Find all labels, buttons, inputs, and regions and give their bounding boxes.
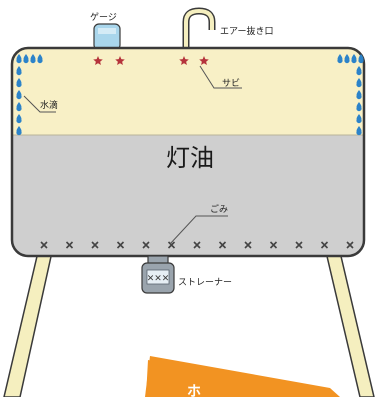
dust-mark-icon <box>244 241 252 249</box>
water-drop-icon <box>356 90 362 100</box>
water-drop-icon <box>16 102 22 112</box>
dust-mark-icon <box>346 241 354 249</box>
banner-text: ホ <box>187 384 201 397</box>
water-drop-icon <box>356 102 362 112</box>
gauge-label: ゲージ <box>90 11 117 23</box>
rust-label: サビ <box>222 78 240 89</box>
water-drop-icon <box>16 66 22 76</box>
dust-mark-icon <box>320 241 329 249</box>
dust-leader-line <box>169 215 228 245</box>
dust-mark-icon <box>167 241 176 249</box>
dust-label: ごみ <box>210 203 228 215</box>
water-drop-icon <box>16 90 22 100</box>
water-drop-icon <box>356 66 362 76</box>
strainer-mesh-marks: ✕✕✕ <box>147 274 170 284</box>
water-drop-icon <box>356 78 362 88</box>
water-drop-icon <box>356 126 362 136</box>
rust-marks-group <box>93 56 209 66</box>
air-space-layer <box>12 48 364 135</box>
air-vent-pipe-fill <box>184 8 214 50</box>
tank-leg-right <box>325 251 375 397</box>
dust-marks-group <box>40 241 354 249</box>
water-drop-icon <box>23 54 29 64</box>
dust-mark-icon <box>218 241 227 249</box>
dust-mark-icon <box>40 241 48 249</box>
orange-banner-body <box>145 356 340 397</box>
water-drop-icon <box>16 126 22 136</box>
dust-mark-icon <box>295 241 303 249</box>
water-drop-icon <box>16 78 22 88</box>
dust-mark-icon <box>142 241 150 249</box>
kerosene-layer <box>12 135 364 256</box>
dust-mark-icon <box>193 241 201 249</box>
water-drop-icon <box>37 54 43 64</box>
tank-outline <box>10 46 366 258</box>
water-drop-icon <box>337 54 343 64</box>
water-drop-icon <box>30 54 36 64</box>
water-drop-icon <box>356 114 362 124</box>
strainer-label: ストレーナー <box>178 277 232 288</box>
water-drops-group <box>16 54 364 136</box>
water-drop-icon <box>16 54 22 64</box>
dust-mark-icon <box>269 241 278 249</box>
water-drop-icon <box>16 114 22 124</box>
water-drop-icon <box>351 54 357 64</box>
tank-leg-left <box>3 251 53 397</box>
rust-star-icon <box>199 56 209 66</box>
dust-mark-icon <box>65 241 74 249</box>
kerosene-label: 灯油 <box>166 144 214 172</box>
dust-mark-icon <box>116 241 125 249</box>
water-drop-icon <box>344 54 350 64</box>
water-drops-label: 水滴 <box>40 99 58 111</box>
rust-star-icon <box>115 56 125 66</box>
gauge-icon <box>93 23 121 51</box>
air-vent-label: エアー抜き口 <box>220 25 273 37</box>
strainer-mesh <box>146 269 170 285</box>
rust-star-icon <box>93 56 103 66</box>
dust-mark-icon <box>91 241 99 249</box>
rust-star-icon <box>179 56 189 66</box>
rust-leader-line <box>199 65 242 89</box>
air-vent-pipe-icon <box>182 7 216 50</box>
water-drop-icon <box>358 54 364 64</box>
water-drops-leader-line <box>23 95 56 113</box>
gauge-window <box>98 28 116 34</box>
